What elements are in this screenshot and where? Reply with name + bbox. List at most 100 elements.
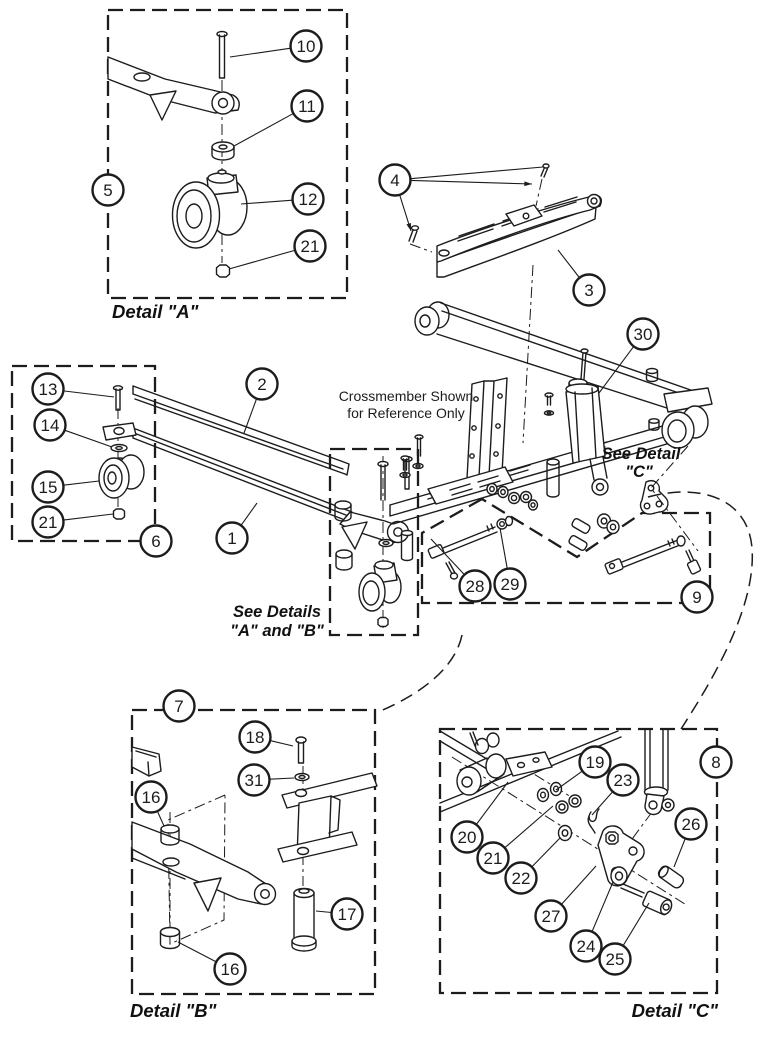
crossmember-note-line2: for Reference Only — [347, 405, 465, 421]
detail-c-label: Detail "C" — [632, 1000, 719, 1021]
callout-balloon — [504, 861, 538, 895]
leader-line — [228, 249, 296, 270]
callout-26: 26 — [673, 807, 708, 868]
detail-c-boundary — [438, 727, 719, 995]
detail-b-drawing — [131, 736, 378, 952]
pivot-pin-17 — [291, 887, 317, 952]
pivot-link — [639, 480, 669, 515]
callout-22: 22 — [504, 837, 561, 895]
callout-16: 16 — [134, 780, 168, 827]
callout-number: 6 — [151, 532, 160, 551]
see-details-ab-line2: "A" and "B" — [230, 622, 324, 640]
callout-balloon — [606, 763, 640, 797]
callout-19: 19 — [555, 745, 612, 791]
leader-line — [240, 502, 258, 526]
callout-number: 26 — [682, 815, 701, 834]
callout-balloon — [378, 163, 412, 197]
detail-a-boundary — [106, 8, 349, 300]
callout-balloon — [534, 899, 568, 933]
nut-21c — [555, 800, 569, 814]
leader-line — [229, 47, 291, 58]
callout-balloon — [238, 720, 272, 754]
callout-15: 15 — [31, 470, 100, 504]
callout-6: 6 — [139, 524, 173, 558]
spacer-11 — [211, 141, 235, 153]
callout-number: 16 — [142, 788, 161, 807]
main-assembly-drawing — [132, 301, 713, 580]
callout-2: 2 — [243, 367, 279, 434]
detail-a-drawing — [107, 30, 248, 278]
washer-19 — [536, 787, 550, 803]
leader-line — [63, 480, 100, 486]
leader-line — [475, 781, 509, 825]
callout-number: 5 — [103, 181, 112, 200]
callout-balloon — [493, 567, 527, 601]
leader-arrowhead — [406, 223, 411, 231]
callout-number: 28 — [466, 577, 485, 596]
callout-balloon — [245, 367, 279, 401]
box-6-boundary — [10, 364, 157, 543]
tie-rod-b — [604, 535, 702, 575]
callout-number: 1 — [227, 529, 236, 548]
stabilizer-bracket-drawing — [408, 163, 603, 444]
callout-13: 13 — [31, 372, 115, 406]
callout-balloon — [213, 952, 247, 986]
callout-number: 13 — [39, 380, 58, 399]
screw-4b — [410, 225, 420, 231]
callout-number: 21 — [301, 237, 320, 256]
detail-a-label: Detail "A" — [112, 301, 199, 322]
box-9-boundary — [420, 497, 712, 605]
caster-wheel-12 — [171, 169, 248, 249]
callout-number: 4 — [390, 171, 399, 190]
callout-balloon — [450, 820, 484, 854]
callout-8: 8 — [699, 745, 733, 779]
see-details-ab-line1: See Details — [233, 603, 321, 621]
connector-curve-left — [377, 634, 463, 713]
callout-balloon — [330, 897, 364, 931]
callout-number: 14 — [41, 416, 60, 435]
callout-balloon — [578, 745, 612, 779]
screw-18 — [295, 736, 307, 744]
washer-22 — [557, 824, 573, 842]
callout-24: 24 — [569, 881, 614, 963]
callout-25: 25 — [598, 902, 650, 976]
callout-balloon — [291, 182, 325, 216]
callout-number: 12 — [299, 190, 318, 209]
callout-21: 21 — [476, 805, 554, 875]
detail-b-boundary — [130, 708, 377, 996]
leader-arrowhead — [524, 181, 532, 187]
spacer-26 — [657, 865, 685, 889]
washer-24 — [610, 866, 628, 886]
callout-balloon — [31, 372, 65, 406]
leader-line — [555, 770, 583, 791]
callout-7: 7 — [162, 689, 196, 723]
nut-21 — [112, 508, 126, 520]
callout-balloon — [699, 745, 733, 779]
callout-number: 9 — [692, 588, 701, 607]
bumper-stop — [645, 367, 659, 375]
leader-line — [63, 513, 114, 521]
callout-balloon — [237, 763, 271, 797]
callout-number: 27 — [542, 907, 561, 926]
callout-balloon — [31, 470, 65, 504]
crossmember-note-line1: Crossmember Shown — [339, 388, 474, 404]
callout-number: 21 — [39, 513, 58, 532]
callout-number: 8 — [711, 753, 720, 772]
callout-number: 31 — [245, 771, 264, 790]
callout-number: 2 — [257, 375, 266, 394]
leader-line — [156, 810, 165, 827]
callout-18: 18 — [238, 720, 294, 754]
callout-number: 21 — [484, 849, 503, 868]
leader-line — [240, 199, 293, 205]
leader-line — [64, 429, 113, 448]
callout-9: 9 — [680, 580, 714, 614]
rail-upper-2 — [132, 385, 350, 476]
callout-number: 7 — [174, 697, 183, 716]
callout-number: 23 — [614, 771, 633, 790]
leader-line — [622, 902, 650, 947]
callout-balloon — [598, 942, 632, 976]
leader-line — [591, 791, 614, 816]
wheel-15 — [98, 454, 145, 499]
leader-line — [410, 166, 544, 180]
